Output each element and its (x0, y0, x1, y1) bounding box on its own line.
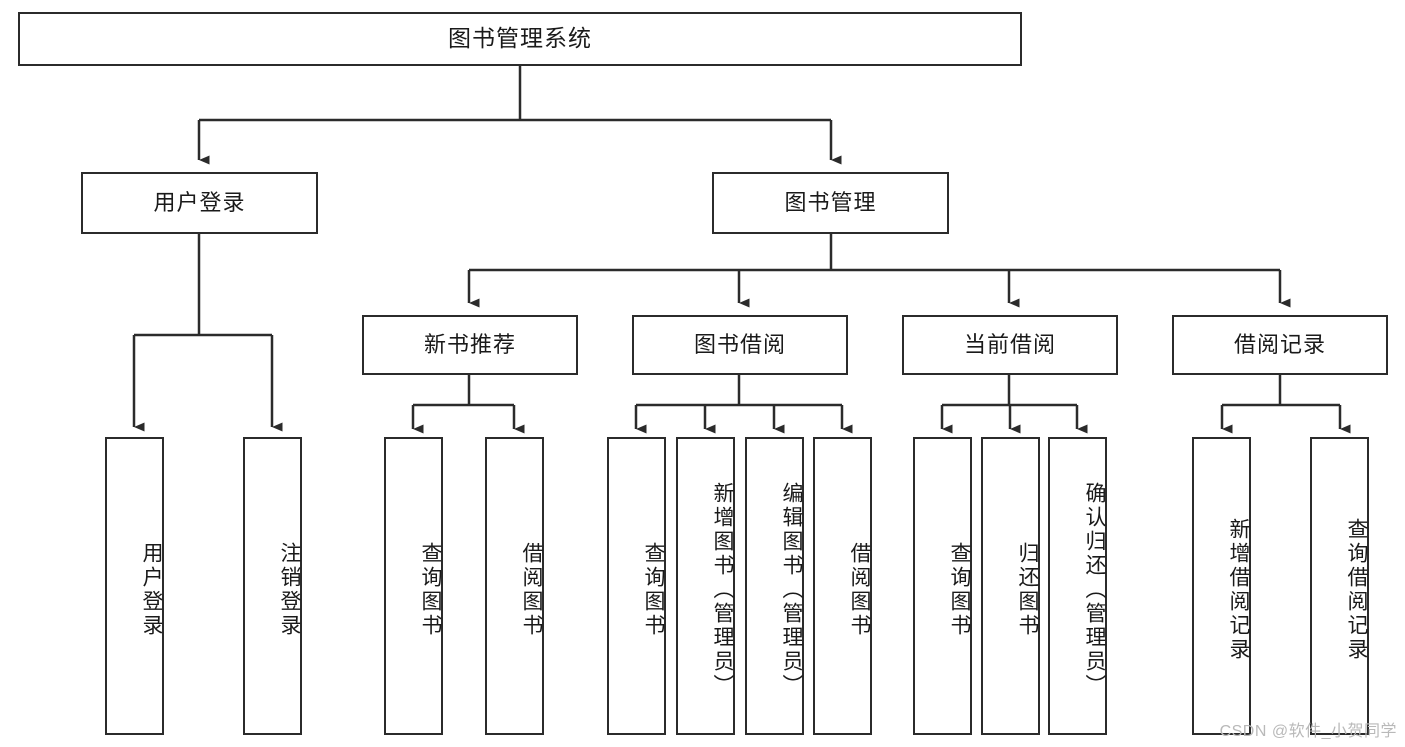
node-label: 查询图书 (419, 542, 442, 638)
node-label: 查询图书 (642, 542, 665, 638)
node-book-management[interactable]: 图书管理 (712, 172, 949, 234)
node-book-borrow[interactable]: 图书借阅 (632, 315, 848, 375)
node-label: 借阅图书 (848, 542, 871, 638)
node-label: 新增借阅记录 (1227, 518, 1250, 662)
node-label: 归还图书 (1016, 542, 1039, 638)
leaf-book-borrow-borrow-book[interactable]: 借阅图书 (813, 437, 872, 735)
leaf-user-login-login[interactable]: 用户登录 (105, 437, 164, 735)
node-root-book-management-system[interactable]: 图书管理系统 (18, 12, 1022, 66)
node-label: 图书管理 (784, 189, 877, 215)
leaf-user-login-logout[interactable]: 注销登录 (243, 437, 302, 735)
leaf-book-borrow-edit-book-admin[interactable]: 编辑图书（管理员） (745, 437, 804, 735)
node-label: 图书管理系统 (448, 25, 592, 52)
leaf-borrow-record-query-record[interactable]: 查询借阅记录 (1310, 437, 1369, 735)
node-label: 查询图书 (948, 542, 971, 638)
node-label: 查询借阅记录 (1345, 518, 1368, 662)
node-label: 用户登录 (153, 189, 246, 215)
leaf-current-borrow-confirm-return-admin[interactable]: 确认归还（管理员） (1048, 437, 1107, 735)
leaf-borrow-record-add-record[interactable]: 新增借阅记录 (1192, 437, 1251, 735)
node-label: 借阅图书 (520, 542, 543, 638)
leaf-current-borrow-return-book[interactable]: 归还图书 (981, 437, 1040, 735)
leaf-new-book-borrow-book[interactable]: 借阅图书 (485, 437, 544, 735)
leaf-book-borrow-add-book-admin[interactable]: 新增图书（管理员） (676, 437, 735, 735)
leaf-new-book-query-book[interactable]: 查询图书 (384, 437, 443, 735)
node-new-book-recommend[interactable]: 新书推荐 (362, 315, 578, 375)
node-label: 确认归还（管理员） (1083, 482, 1106, 698)
node-label: 编辑图书（管理员） (780, 482, 803, 698)
leaf-current-borrow-query-book[interactable]: 查询图书 (913, 437, 972, 735)
node-label: 用户登录 (140, 542, 163, 638)
node-label: 新书推荐 (423, 331, 516, 357)
csdn-watermark: CSDN @软件_小贺同学 (1219, 723, 1397, 740)
leaf-book-borrow-query-book[interactable]: 查询图书 (607, 437, 666, 735)
node-label: 注销登录 (278, 542, 301, 638)
node-label: 图书借阅 (693, 331, 786, 357)
node-user-login[interactable]: 用户登录 (81, 172, 318, 234)
node-label: 当前借阅 (963, 331, 1056, 357)
node-label: 新增图书（管理员） (711, 482, 734, 698)
node-label: 借阅记录 (1233, 331, 1326, 357)
node-current-borrow[interactable]: 当前借阅 (902, 315, 1118, 375)
node-borrow-record[interactable]: 借阅记录 (1172, 315, 1388, 375)
